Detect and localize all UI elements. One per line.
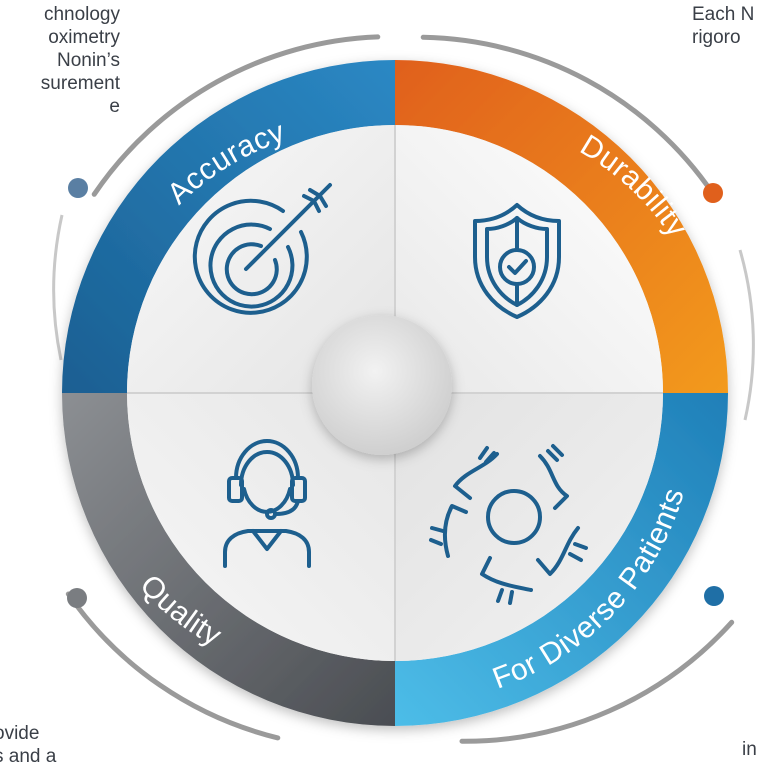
shield-icon <box>473 203 561 319</box>
hands-circle-icon <box>429 444 588 605</box>
outer-ring-arc-bottom-right <box>459 619 735 744</box>
text-fragment-top-right: Each N rigoro <box>692 4 755 48</box>
outer-ring-arc-left <box>52 214 64 361</box>
quadrant-diverse-patients <box>395 393 663 661</box>
ring-dot-top-right <box>703 183 723 203</box>
segment-band-quality <box>62 393 395 726</box>
ring-dot-top-left <box>68 178 88 198</box>
target-icon <box>192 183 332 315</box>
headset-icon <box>223 439 311 568</box>
outer-ring-arc-right <box>738 249 755 421</box>
quadrant-quality <box>127 393 395 661</box>
outer-ring-arc-top-right <box>420 34 716 196</box>
segment-band-durability <box>395 60 728 393</box>
quadrant-durability <box>395 125 663 393</box>
quadrant-accuracy <box>127 125 395 393</box>
ring-dot-bottom-right <box>704 586 724 606</box>
segment-band-accuracy <box>62 60 395 393</box>
outer-ring-arc-top-left <box>91 34 381 197</box>
text-fragment-top-left: chnology oximetry Nonin’s surement e <box>40 4 120 117</box>
center-hub <box>312 315 452 455</box>
ring-dot-bottom-left <box>67 588 87 608</box>
text-fragment-bottom-right: in <box>742 739 757 760</box>
outer-ring-arc-bottom-left <box>65 591 281 741</box>
segment-band-diverse-patients <box>395 393 728 726</box>
